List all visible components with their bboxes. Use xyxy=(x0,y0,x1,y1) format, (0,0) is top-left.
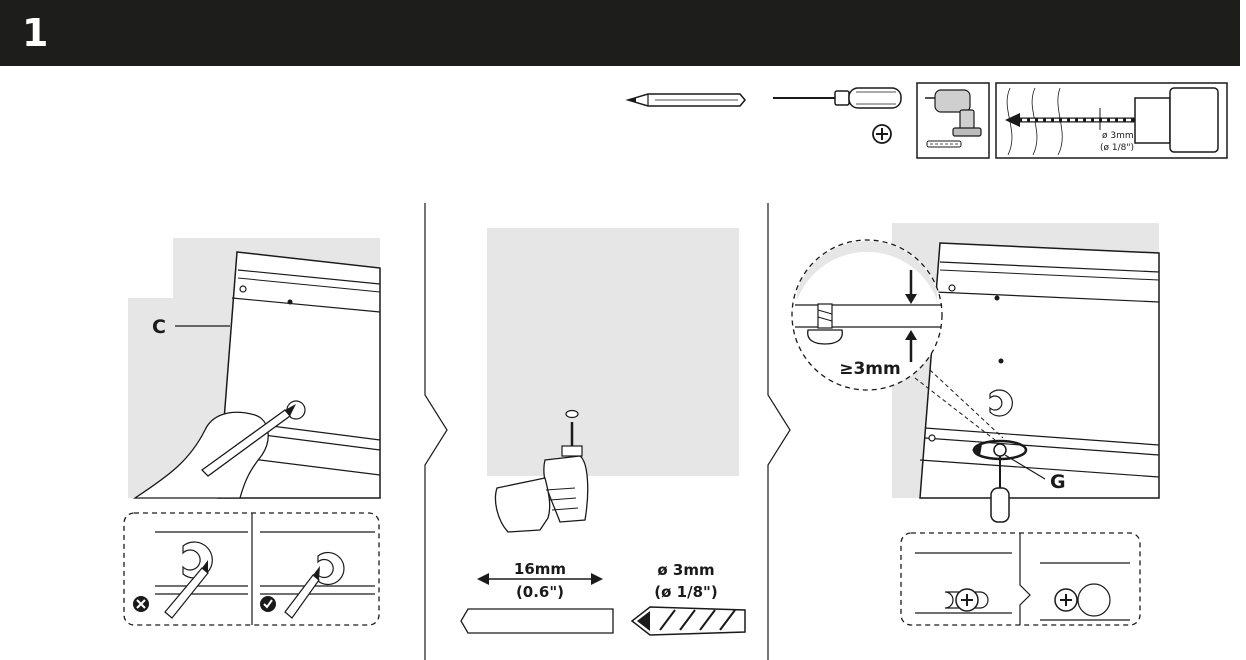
depth-mm-label: 16mm xyxy=(514,560,566,578)
phillips-icon xyxy=(872,124,892,144)
check-circle-icon xyxy=(260,596,276,612)
screwdriver-icon xyxy=(773,87,902,109)
drill-bit-icon xyxy=(926,140,962,148)
zoom-detail: ≥3mm xyxy=(791,239,943,391)
step-header: 1 xyxy=(0,0,1240,66)
bit-in-label: (ø 1/8") xyxy=(654,583,717,601)
panel-mark-hole: C xyxy=(123,238,381,626)
pencil-icon xyxy=(625,93,746,107)
gap-label: ≥3mm xyxy=(839,359,901,379)
panel-dividers xyxy=(424,203,791,660)
screw-label-g: G xyxy=(1050,471,1066,493)
depth-in-label: (0.6") xyxy=(516,583,564,601)
bit-size-in: (ø 1/8") xyxy=(1100,143,1134,153)
cross-circle-icon xyxy=(133,596,149,612)
bit-mm-label: ø 3mm xyxy=(657,561,714,579)
drill-bit-icon xyxy=(630,606,746,636)
panel-drill-hole: 16mm (0.6") ø 3mm (ø 1/8") xyxy=(460,228,746,636)
part-label-c: C xyxy=(152,316,166,338)
drill-icon xyxy=(916,82,990,159)
panel-fix-screw: G ≥3mm xyxy=(791,223,1160,626)
step-number: 1 xyxy=(22,11,49,55)
drill-bit-detail: ø 3mm (ø 1/8") xyxy=(995,82,1228,159)
bit-size-mm: ø 3mm xyxy=(1102,131,1134,141)
